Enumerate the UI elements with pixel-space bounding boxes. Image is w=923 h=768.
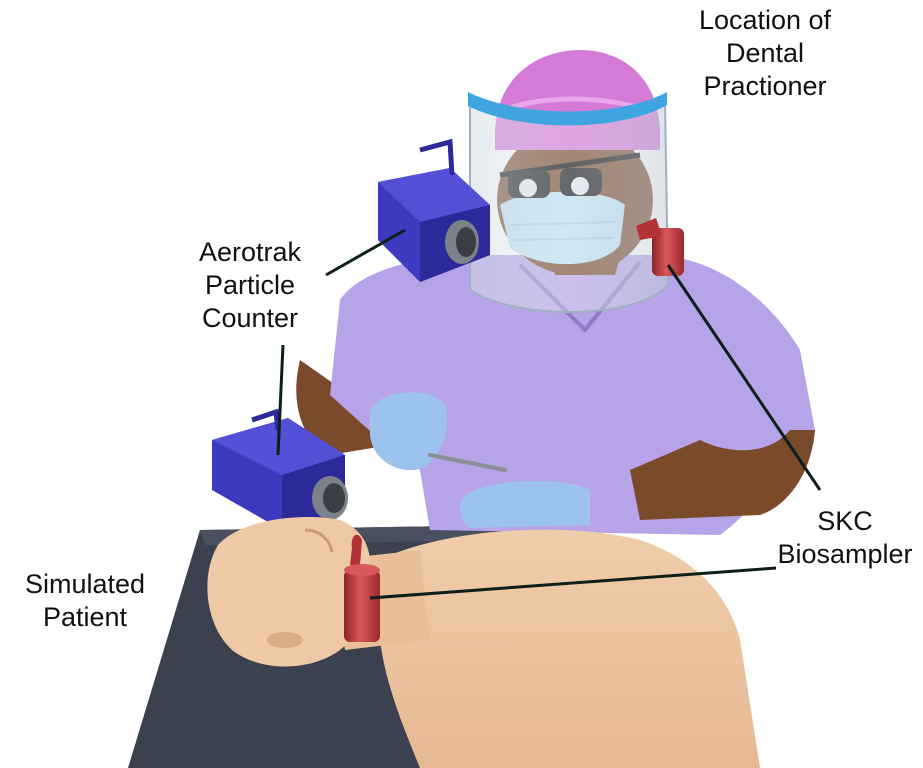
label-aerotrak-particle-counter: Aerotrak Particle Counter (150, 236, 350, 335)
label-line: Particle (150, 269, 350, 302)
label-line: Counter (150, 302, 350, 335)
label-line: Simulated (0, 568, 170, 601)
face-shield (470, 100, 668, 312)
label-line: SKC (770, 505, 920, 538)
label-line: Patient (0, 601, 170, 634)
label-line: Practioner (660, 70, 870, 103)
biosampler-patient (344, 564, 380, 642)
label-line: Dental (660, 37, 870, 70)
dental-practitioner (296, 50, 815, 535)
label-simulated-patient: Simulated Patient (0, 568, 170, 634)
patient-torso (380, 530, 760, 768)
label-line: Biosampler (770, 538, 920, 571)
label-line: Location of (660, 4, 870, 37)
label-line: Aerotrak (150, 236, 350, 269)
label-location-of-dental-practitioner: Location of Dental Practioner (660, 4, 870, 103)
label-skc-biosampler: SKC Biosampler (770, 505, 920, 571)
